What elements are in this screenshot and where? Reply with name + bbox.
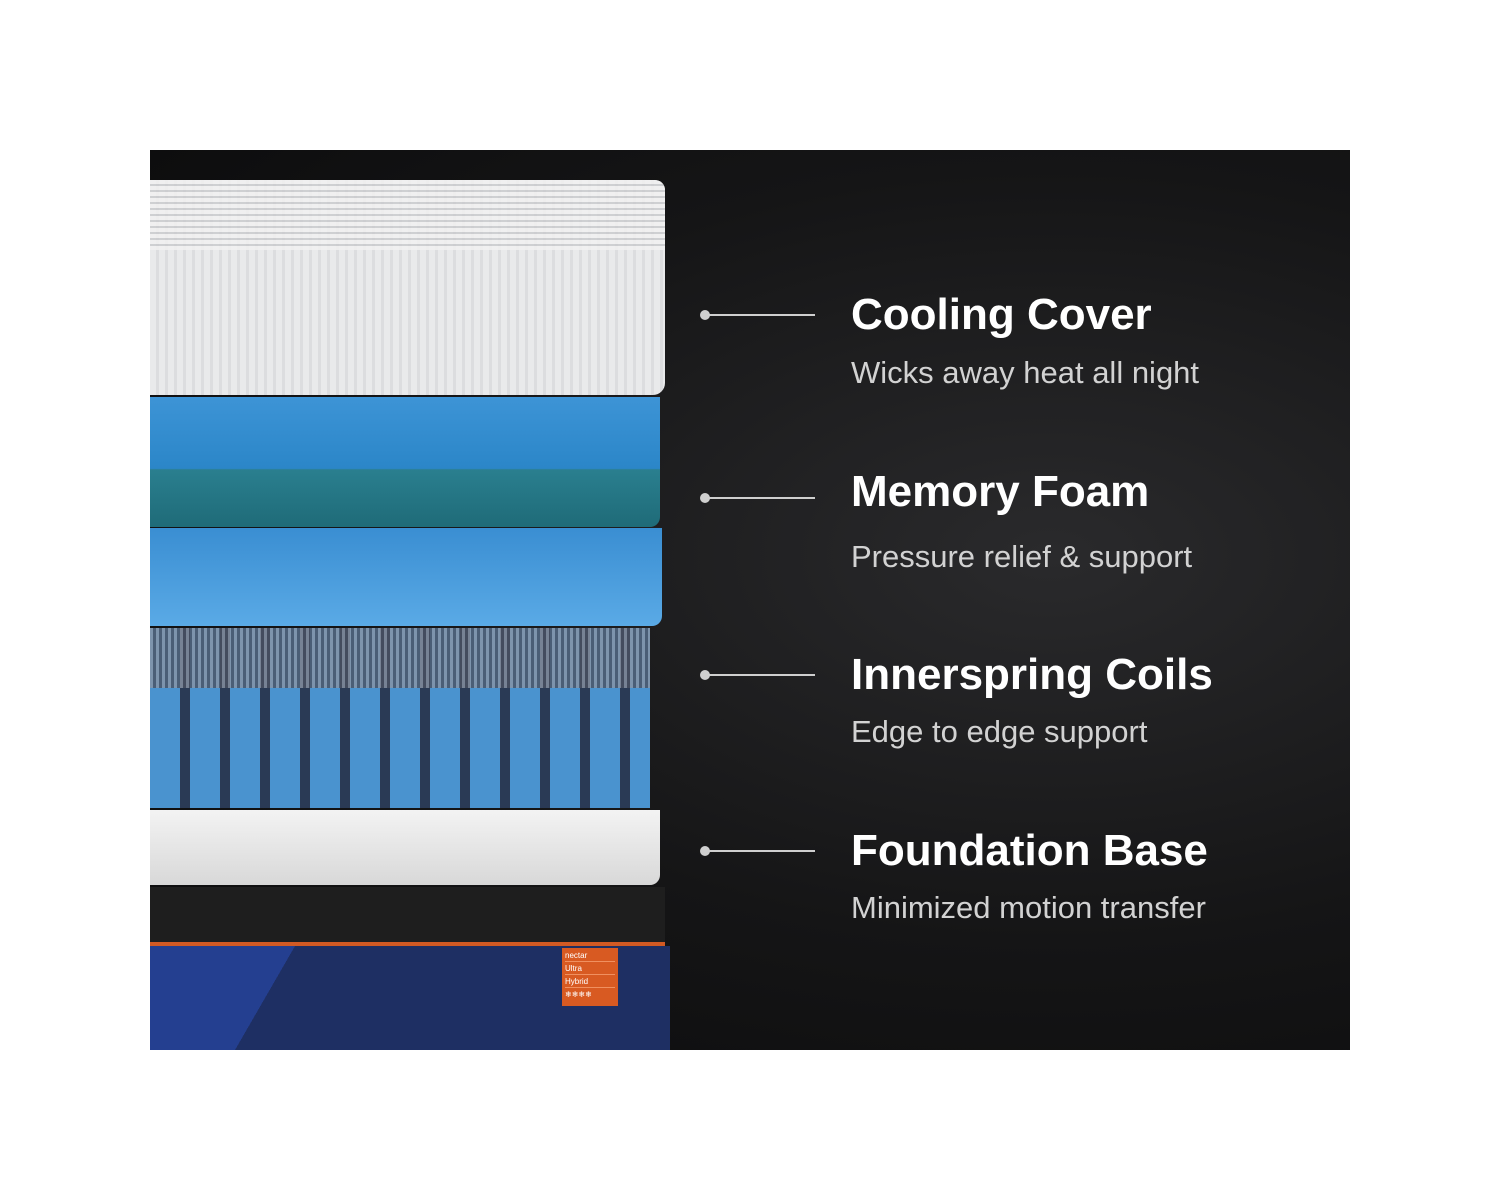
mattress-base-cover: nectar Ultra Hybrid ❄❄❄❄ xyxy=(150,946,670,1050)
callout-line xyxy=(708,850,815,852)
brand-label: nectar Ultra Hybrid ❄❄❄❄ xyxy=(562,948,618,1006)
callout-line xyxy=(708,497,815,499)
feature-title: Cooling Cover xyxy=(851,290,1152,339)
feature-subtitle: Wicks away heat all night xyxy=(851,355,1200,390)
callout-dot-icon xyxy=(700,310,710,320)
callout-dot-icon xyxy=(700,670,710,680)
brand-name: nectar xyxy=(565,951,615,962)
feature-subtitle: Edge to edge support xyxy=(851,714,1148,749)
snowflake-icons: ❄❄❄❄ xyxy=(565,990,592,999)
feature-subtitle: Pressure relief & support xyxy=(851,539,1193,574)
callout-line xyxy=(708,314,815,316)
feature-title: Innerspring Coils xyxy=(851,650,1213,699)
mattress-layers-panel: nectar Ultra Hybrid ❄❄❄❄ Cooling Cover W… xyxy=(150,150,1350,1050)
model-type: Hybrid xyxy=(565,977,615,988)
foundation-base-layer xyxy=(150,810,660,885)
transition-foam-layer xyxy=(150,528,662,626)
cooling-cover-layer xyxy=(150,180,665,395)
base-edge xyxy=(150,887,665,946)
callout-dot-icon xyxy=(700,493,710,503)
memory-foam-layer xyxy=(150,397,660,527)
feature-title: Foundation Base xyxy=(851,826,1208,875)
feature-title: Memory Foam xyxy=(851,467,1150,516)
callout-dot-icon xyxy=(700,846,710,856)
model-name: Ultra xyxy=(565,964,615,975)
callout-line xyxy=(708,674,815,676)
innerspring-coils-layer xyxy=(150,628,650,808)
feature-subtitle: Minimized motion transfer xyxy=(851,890,1206,925)
